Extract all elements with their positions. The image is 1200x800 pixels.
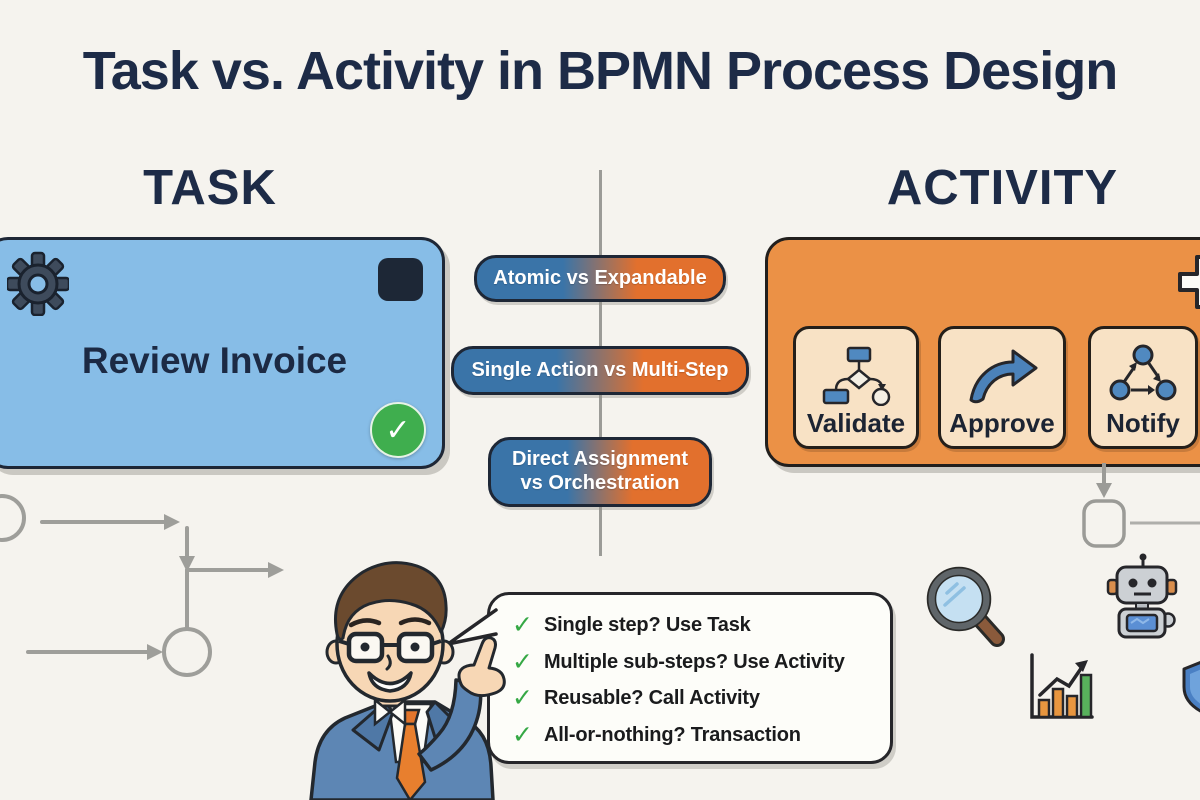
task-node-card: Review Invoice ✓: [0, 237, 445, 469]
network-icon: [1109, 344, 1177, 401]
pill-label-line1: Direct Assignment: [512, 448, 688, 471]
flowchart-icon: [822, 346, 891, 406]
activity-step-label: Validate: [806, 408, 906, 438]
check-glyph: ✓: [385, 413, 411, 447]
magnifying-glass-icon: [926, 566, 1005, 647]
hair: [334, 561, 448, 641]
bar-chart-icon: [1030, 653, 1094, 719]
activity-subprocess-card: Validate Approve Notify: [765, 237, 1200, 467]
pill-label: Single Action vs Multi-Step: [471, 359, 729, 381]
task-marker-square-icon: [378, 258, 423, 301]
curved-arrow-icon: [969, 349, 1038, 404]
task-column-heading: TASK: [143, 161, 277, 215]
check-circle-icon: ✓: [370, 402, 426, 458]
check-icon: ✓: [512, 720, 533, 749]
comparison-pill-single-action: Single Action vs Multi-Step: [451, 346, 749, 395]
robot-icon: [1106, 553, 1178, 639]
pointing-arm: [417, 678, 483, 772]
checklist-item: ✓ Reusable? Call Activity: [512, 681, 880, 716]
checklist-item: ✓ Single step? Use Task: [512, 608, 880, 643]
checklist-text: Reusable? Call Activity: [543, 687, 760, 710]
checklist-item: ✓ All-or-nothing? Transaction: [512, 718, 880, 753]
pill-label-line2: vs Orchestration: [520, 472, 680, 494]
activity-column-heading: ACTIVITY: [886, 161, 1119, 215]
checklist-text: Single step? Use Task: [543, 614, 751, 636]
smile: [367, 671, 413, 693]
flowchart-sketch: [0, 494, 284, 677]
checklist-item: ✓ Multiple sub-steps? Use Activity: [512, 645, 880, 680]
check-icon: ✓: [512, 611, 533, 639]
check-icon: ✓: [512, 684, 533, 713]
activity-step-notify: Notify: [1088, 326, 1198, 449]
activity-step-label: Approve: [949, 408, 1055, 438]
activity-step-approve: Approve: [938, 326, 1066, 449]
task-node-label: Review Invoice: [81, 340, 348, 381]
activity-connector-sketch: [1082, 463, 1200, 548]
activity-step-label: Notify: [1106, 408, 1180, 438]
comparison-pill-atomic: Atomic vs Expandable: [474, 255, 726, 302]
pill-label: Atomic vs Expandable: [493, 267, 707, 289]
decision-speech-bubble: ✓ Single step? Use Task ✓ Multiple sub-s…: [487, 592, 893, 764]
check-icon: ✓: [512, 647, 533, 676]
page-title: Task vs. Activity in BPMN Process Design: [82, 41, 1118, 101]
gear-icon: [7, 251, 69, 316]
checklist-text: All-or-nothing? Transaction: [543, 723, 801, 746]
checklist-text: Multiple sub-steps? Use Activity: [543, 650, 845, 673]
presenter-character: [309, 561, 506, 800]
shield-icon: [1182, 660, 1200, 713]
activity-step-validate: Validate: [793, 326, 919, 449]
plus-icon: [1178, 255, 1200, 309]
pointing-hand: [457, 636, 506, 698]
comparison-pill-assignment: Direct Assignment vs Orchestration: [488, 437, 712, 507]
